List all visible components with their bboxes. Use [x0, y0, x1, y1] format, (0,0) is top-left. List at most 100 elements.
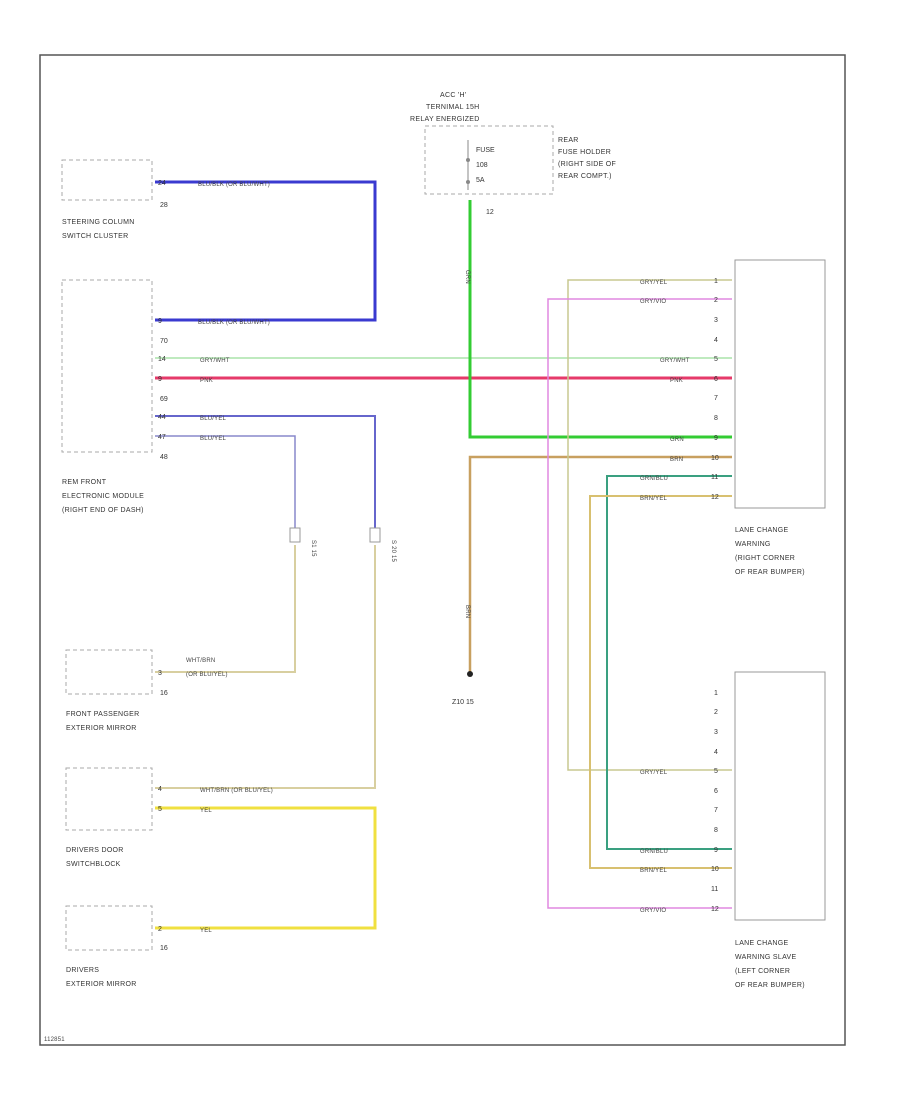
steering-column-box — [61, 159, 153, 201]
svg-text:BLU/YEL: BLU/YEL — [200, 436, 227, 442]
svg-text:12: 12 — [711, 906, 719, 913]
wire-blu-yel-1 — [155, 415, 376, 530]
svg-text:47: 47 — [158, 434, 166, 441]
svg-text:10: 10 — [711, 455, 719, 462]
rear-fuse-holder-label: REAR FUSE HOLDER (RIGHT SIDE OF REAR COM… — [486, 137, 616, 216]
svg-text:BLU/BLK (OR BLU/WHT): BLU/BLK (OR BLU/WHT) — [198, 320, 270, 326]
svg-text:LANE CHANGE: LANE CHANGE — [735, 527, 789, 534]
svg-text:2: 2 — [714, 709, 718, 716]
svg-text:GRY/WHT: GRY/WHT — [660, 358, 690, 364]
rem-front-box — [61, 279, 153, 453]
svg-text:FUSE HOLDER: FUSE HOLDER — [558, 149, 611, 156]
wire-blu-blk — [155, 180, 377, 322]
svg-text:DRIVERS: DRIVERS — [66, 967, 99, 974]
fuse-node-icon — [466, 158, 470, 162]
svg-text:108: 108 — [476, 162, 488, 169]
svg-text:10: 10 — [711, 866, 719, 873]
svg-text:(LEFT CORNER: (LEFT CORNER — [735, 968, 790, 975]
drivers-door-box — [65, 767, 153, 831]
svg-text:FUSE: FUSE — [476, 147, 495, 154]
steering-column-label: 24 28 STEERING COLUMN SWITCH CLUSTER — [62, 180, 168, 240]
svg-text:GRN/BLU: GRN/BLU — [640, 476, 668, 482]
svg-text:GRN: GRN — [464, 270, 470, 284]
svg-text:5A: 5A — [476, 177, 485, 184]
svg-text:TERNIMAL 15H: TERNIMAL 15H — [426, 104, 480, 111]
wire-grn — [468, 200, 732, 439]
fuse-label: FUSE 108 5A — [476, 147, 495, 184]
svg-text:EXTERIOR MIRROR: EXTERIOR MIRROR — [66, 725, 137, 732]
wire-yel — [155, 806, 377, 930]
svg-text:ACC 'H': ACC 'H' — [440, 92, 467, 99]
svg-text:WHT/BRN (OR BLU/YEL): WHT/BRN (OR BLU/YEL) — [200, 788, 273, 794]
svg-text:9: 9 — [714, 847, 718, 854]
svg-text:GRN: GRN — [670, 437, 684, 443]
svg-text:3: 3 — [158, 670, 162, 677]
svg-text:STEERING COLUMN: STEERING COLUMN — [62, 219, 135, 226]
diagram-frame — [39, 54, 846, 1046]
drivers-door-label: 4 5 DRIVERS DOOR SWITCHBLOCK — [66, 786, 162, 868]
svg-text:16: 16 — [160, 945, 168, 952]
wire-labels: BLU/BLK (OR BLU/WHT) BLU/BLK (OR BLU/WHT… — [186, 182, 690, 934]
svg-text:PNK: PNK — [670, 378, 683, 384]
svg-text:48: 48 — [160, 454, 168, 461]
svg-text:REM FRONT: REM FRONT — [62, 479, 107, 486]
wire-blu-yel-2 — [155, 435, 296, 530]
svg-text:LANE CHANGE: LANE CHANGE — [735, 940, 789, 947]
svg-text:69: 69 — [160, 396, 168, 403]
svg-text:3: 3 — [714, 729, 718, 736]
svg-text:YEL: YEL — [200, 808, 212, 814]
svg-text:DRIVERS DOOR: DRIVERS DOOR — [66, 847, 124, 854]
svg-text:(RIGHT SIDE OF: (RIGHT SIDE OF — [558, 161, 616, 168]
wire-gry-vio — [547, 298, 732, 909]
svg-text:WHT/BRN: WHT/BRN — [186, 658, 215, 664]
svg-text:GRY/YEL: GRY/YEL — [640, 280, 668, 286]
lcw-slave-pins: 1 2 3 4 5 6 7 8 9 10 11 12 — [711, 690, 719, 913]
svg-text:4: 4 — [158, 786, 162, 793]
svg-text:1: 1 — [714, 690, 718, 697]
svg-text:44: 44 — [158, 414, 166, 421]
svg-text:SWITCH CLUSTER: SWITCH CLUSTER — [62, 233, 128, 240]
svg-text:GRY/VIO: GRY/VIO — [640, 908, 666, 914]
svg-text:70: 70 — [160, 338, 168, 345]
svg-text:GRY/VIO: GRY/VIO — [640, 299, 666, 305]
lcw-master-pins: 1 2 3 4 5 6 7 8 9 10 11 12 — [711, 278, 719, 501]
svg-text:6: 6 — [714, 376, 718, 383]
svg-text:PNK: PNK — [200, 378, 213, 384]
svg-text:BRN: BRN — [670, 457, 683, 463]
svg-text:11: 11 — [711, 474, 718, 481]
lcw-master-box — [734, 259, 826, 509]
wire-gry-yel — [567, 279, 732, 771]
svg-text:WARNING: WARNING — [735, 541, 771, 548]
svg-text:Z10 15: Z10 15 — [452, 699, 474, 706]
svg-text:OF REAR BUMPER): OF REAR BUMPER) — [735, 569, 805, 576]
svg-text:9: 9 — [158, 376, 162, 383]
svg-text:4: 4 — [714, 749, 718, 756]
svg-text:GRY/WHT: GRY/WHT — [200, 358, 230, 364]
drivers-mirror-box — [65, 905, 153, 951]
svg-text:5: 5 — [714, 356, 718, 363]
splice-s20 — [369, 527, 381, 543]
svg-text:FRONT PASSENGER: FRONT PASSENGER — [66, 711, 139, 718]
lcw-master-label: LANE CHANGE WARNING (RIGHT CORNER OF REA… — [735, 527, 805, 576]
diagram-code: 112851 — [44, 1037, 65, 1043]
svg-text:YEL: YEL — [200, 928, 212, 934]
svg-text:ELECTRONIC MODULE: ELECTRONIC MODULE — [62, 493, 144, 500]
wire-wht-brn-mirror — [155, 545, 296, 673]
svg-text:(RIGHT END OF DASH): (RIGHT END OF DASH) — [62, 507, 144, 514]
svg-text:4: 4 — [714, 337, 718, 344]
acc-relay-label: ACC 'H' TERNIMAL 15H RELAY ENERGIZED — [410, 92, 480, 123]
svg-text:REAR COMPT.): REAR COMPT.) — [558, 173, 612, 180]
svg-text:3: 3 — [714, 317, 718, 324]
wire-grn-blu — [606, 475, 732, 850]
svg-text:BRN/YEL: BRN/YEL — [640, 868, 668, 874]
wire-brn-yel — [589, 495, 732, 869]
drivers-mirror-label: 2 16 DRIVERS EXTERIOR MIRROR — [66, 926, 168, 988]
rear-fuse-holder-box — [424, 125, 554, 195]
svg-text:BLU/BLK (OR BLU/WHT): BLU/BLK (OR BLU/WHT) — [198, 182, 270, 188]
splice-s1 — [289, 527, 301, 543]
svg-text:24: 24 — [158, 180, 166, 187]
svg-text:GRY/YEL: GRY/YEL — [640, 770, 668, 776]
svg-text:11: 11 — [711, 886, 718, 893]
ground-point — [467, 671, 473, 677]
svg-text:5: 5 — [158, 806, 162, 813]
